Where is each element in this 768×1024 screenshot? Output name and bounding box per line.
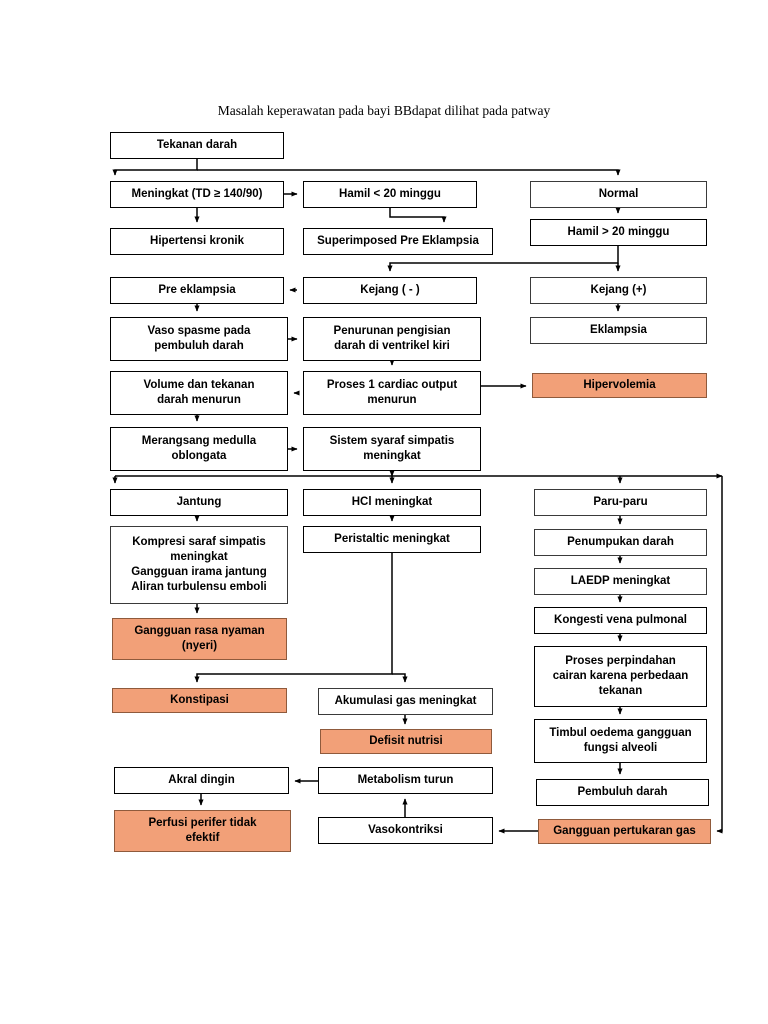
node-penumpukan-darah: Penumpukan darah: [534, 529, 707, 556]
node-vasokontriksi: Vasokontriksi: [318, 817, 493, 844]
node-label: Meningkat (TD ≥ 140/90): [131, 188, 263, 201]
node-label: LAEDP meningkat: [570, 575, 671, 588]
connector-tekanan-to-meningkat-and-normal: [112, 159, 198, 176]
node-label: Penumpukan darah: [567, 536, 674, 549]
node-label: Konstipasi: [170, 694, 229, 707]
node-pembuluh-darah: Pembuluh darah: [536, 779, 709, 806]
node-label: Hamil < 20 minggu: [339, 188, 441, 201]
node-label: Metabolism turun: [357, 774, 454, 787]
node-normal: Normal: [530, 181, 707, 208]
node-tekanan-darah: Tekanan darah: [110, 132, 284, 159]
node-label: Normal: [598, 188, 639, 201]
node-hamil-kurang-20: Hamil < 20 minggu: [303, 181, 477, 208]
node-label: Pembuluh darah: [577, 786, 668, 799]
node-hipertensi-kronik: Hipertensi kronik: [110, 228, 284, 255]
node-label: Kejang ( - ): [360, 284, 420, 297]
node-kongesti-vena-pulmonal: Kongesti vena pulmonal: [534, 607, 707, 634]
node-label: Gangguan rasa nyaman(nyeri): [134, 625, 265, 652]
node-hamil-lebih-20: Hamil > 20 minggu: [530, 219, 707, 246]
node-label: Jantung: [176, 496, 222, 509]
connector-bus-right-down-to-gangguan-gas: [716, 476, 723, 834]
node-paru-paru: Paru-paru: [534, 489, 707, 516]
node-konstipasi: Konstipasi: [112, 688, 287, 713]
node-meningkat-td: Meningkat (TD ≥ 140/90): [110, 181, 284, 208]
connector-hamil20-to-superimposed: [389, 208, 447, 223]
page-title: Masalah keperawatan pada bayi BBdapat di…: [217, 103, 551, 118]
node-label: Tekanan darah: [156, 139, 238, 152]
node-akumulasi-gas: Akumulasi gas meningkat: [318, 688, 493, 715]
node-label: Gangguan pertukaran gas: [553, 825, 696, 838]
node-metabolism-turun: Metabolism turun: [318, 767, 493, 794]
node-label: Eklampsia: [590, 324, 647, 337]
node-eklampsia: Eklampsia: [530, 317, 707, 344]
connector-hamil-lebih-split: [387, 246, 619, 272]
node-jantung: Jantung: [110, 489, 288, 516]
node-label: Hamil > 20 minggu: [567, 226, 670, 239]
node-label: Paru-paru: [593, 496, 648, 509]
node-kejang-negatif: Kejang ( - ): [303, 277, 477, 304]
node-label: Peristaltic meningkat: [334, 533, 450, 546]
connector-peristaltic-to-akumulasi: [392, 673, 408, 683]
node-label: Akral dingin: [168, 774, 235, 787]
connector-tekanan-branch-right: [197, 169, 621, 176]
node-label: Akumulasi gas meningkat: [334, 695, 477, 708]
node-hipervolemia: Hipervolemia: [532, 373, 707, 398]
node-akral-dingin: Akral dingin: [114, 767, 289, 794]
connector-peristaltic-down-split: [194, 553, 393, 683]
node-pre-eklampsia: Pre eklampsia: [110, 277, 284, 304]
node-label: Superimposed Pre Eklampsia: [317, 235, 479, 248]
node-peristaltic-meningkat: Peristaltic meningkat: [303, 526, 481, 553]
node-label: Kejang (+): [590, 284, 647, 297]
node-laedp-meningkat: LAEDP meningkat: [534, 568, 707, 595]
node-label: Kongesti vena pulmonal: [554, 614, 687, 627]
node-gangguan-pertukaran-gas: Gangguan pertukaran gas: [538, 819, 711, 844]
node-label: Pre eklampsia: [158, 284, 236, 297]
node-label: HCl meningkat: [351, 496, 433, 509]
node-label: Defisit nutrisi: [369, 735, 443, 748]
node-label: Hipertensi kronik: [150, 235, 244, 248]
node-superimposed-pre-eklampsia: Superimposed Pre Eklampsia: [303, 228, 493, 255]
node-hcl-meningkat: HCl meningkat: [303, 489, 481, 516]
node-label: Vasokontriksi: [368, 824, 443, 837]
node-defisit-nutrisi: Defisit nutrisi: [320, 729, 492, 754]
node-label: Hipervolemia: [583, 379, 656, 392]
node-gangguan-rasa-nyaman: Gangguan rasa nyaman(nyeri): [112, 618, 287, 660]
node-kejang-positif: Kejang (+): [530, 277, 707, 304]
